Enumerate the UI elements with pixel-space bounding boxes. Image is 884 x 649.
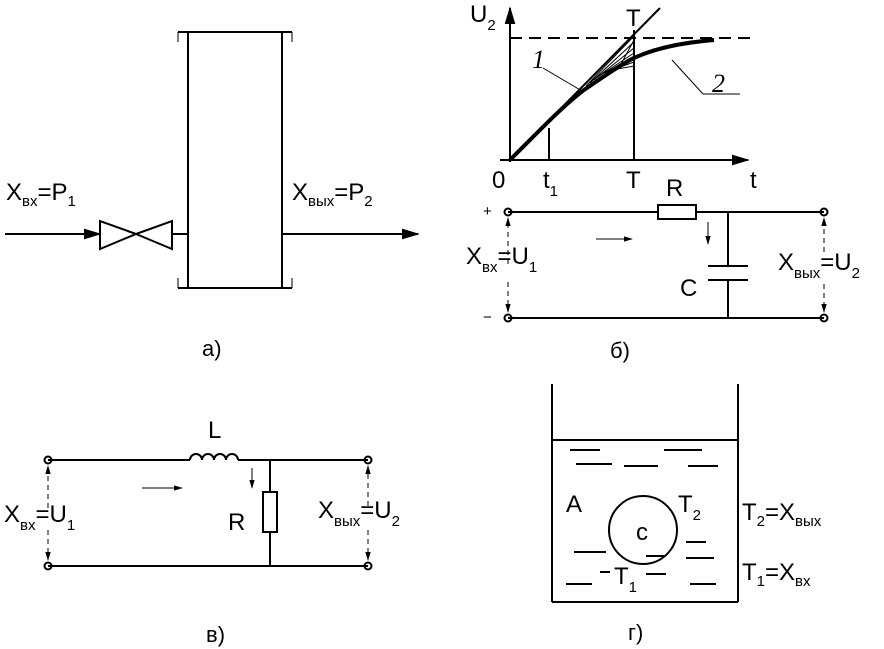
plus-sign: + — [483, 203, 492, 220]
panel-v-output-label: Xвых=U2 — [318, 497, 400, 530]
terminal-out-bottom — [819, 313, 829, 323]
valve-right — [133, 219, 173, 251]
panel-b-caption: б) — [610, 338, 630, 363]
panel-a-input-label: Xвх=P1 — [6, 179, 76, 210]
panel-b-input-label: Xвх=U1 — [466, 243, 537, 276]
panel-b-circuit: + − R C Xвх=U1 Xвых=U2 б) — [466, 175, 860, 363]
minus-sign: − — [483, 309, 492, 326]
panel-v-circuit: L R Xвх=U1 Xвых=U2 в) — [4, 417, 400, 647]
curve-2-label: 2 — [712, 69, 725, 98]
t1-label: t1 — [543, 167, 558, 200]
eq-in-label: T1=Xвх — [742, 559, 811, 590]
t2-inner-label: T2 — [678, 491, 701, 524]
panel-a-caption: а) — [202, 336, 222, 361]
leader-2 — [671, 59, 704, 95]
inductor-l-label: L — [208, 417, 221, 444]
terminal-in-top — [503, 207, 513, 217]
origin-label: 0 — [492, 167, 505, 194]
resistor-r-v-label: R — [228, 509, 245, 536]
v-terminal-out-top — [363, 455, 373, 465]
resistor-r-v — [262, 491, 278, 533]
leader-1 — [542, 67, 583, 92]
eq-out-label: T2=Xвых — [742, 499, 822, 530]
T-label: T — [626, 167, 641, 194]
resistor-r — [657, 204, 697, 220]
t1-inner-label: T1 — [614, 563, 637, 596]
x-axis-label: t — [750, 167, 757, 194]
liquid-dashes — [566, 449, 718, 585]
panel-b-graph: U2 t 0 t1 T T 1 2 — [470, 1, 757, 200]
panel-g-vessel: c A T2 T1 T2=Xвых T1=Xвх г) — [551, 384, 822, 645]
panel-b-output-label: Xвых=U2 — [778, 249, 860, 282]
body-c-label: c — [636, 519, 648, 546]
v-terminal-out-bottom — [363, 561, 373, 571]
v-terminal-in-bottom — [43, 561, 53, 571]
y-axis-label: U2 — [470, 1, 496, 34]
v-terminal-in-top — [43, 455, 53, 465]
terminal-out-top — [819, 207, 829, 217]
panel-a-output-label: Xвых=P2 — [292, 179, 373, 210]
panel-v-input-label: Xвх=U1 — [4, 501, 75, 534]
inductor-l — [189, 453, 239, 461]
curve-1-label: 1 — [532, 45, 545, 74]
response-curve-2 — [508, 38, 715, 162]
panel-a-vessel: Xвх=P1 Xвых=P2 а) — [5, 31, 420, 361]
panel-g-caption: г) — [628, 620, 643, 645]
medium-a-label: A — [566, 491, 582, 518]
resistor-r-label: R — [666, 175, 683, 202]
panel-v-caption: в) — [206, 622, 225, 647]
terminal-in-bottom — [503, 313, 513, 323]
solid-body-c — [608, 495, 678, 565]
valve-left — [99, 219, 139, 251]
capacitor-c-label: C — [680, 275, 697, 302]
T-top-label: T — [626, 5, 641, 32]
